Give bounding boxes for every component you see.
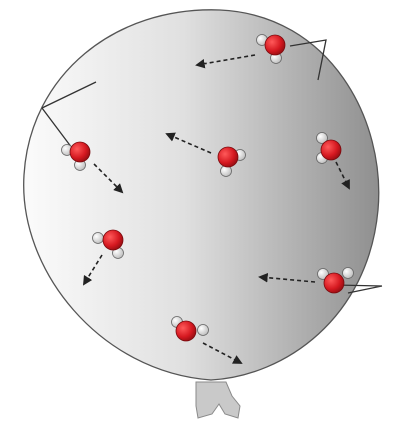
oxygen-atom	[218, 147, 238, 167]
oxygen-atom	[176, 321, 196, 341]
oxygen-atom	[265, 35, 285, 55]
hydrogen-atom	[198, 325, 209, 336]
oxygen-atom	[324, 273, 344, 293]
hydrogen-atom	[93, 233, 104, 244]
oxygen-atom	[321, 140, 341, 160]
oxygen-atom	[70, 142, 90, 162]
oxygen-atom	[103, 230, 123, 250]
hydrogen-atom	[343, 268, 354, 279]
balloon-knot	[196, 382, 240, 418]
